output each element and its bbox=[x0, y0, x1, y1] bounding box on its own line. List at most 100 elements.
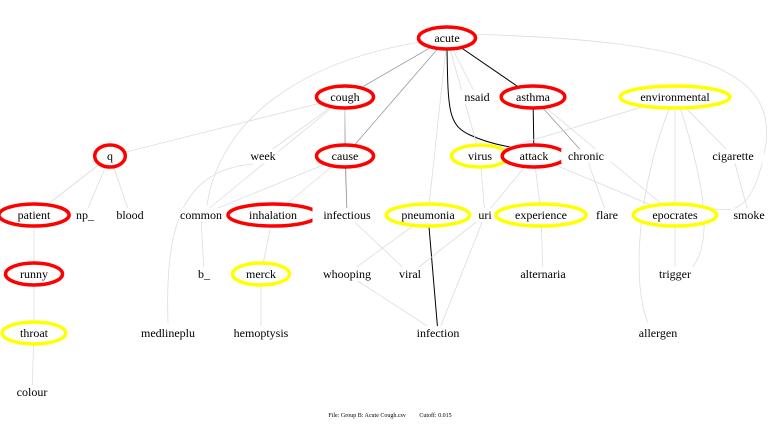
node-b_[interactable]: b_ bbox=[195, 267, 213, 281]
node-viral[interactable]: viral bbox=[391, 267, 429, 281]
node-background bbox=[179, 208, 223, 222]
node-background bbox=[133, 326, 203, 340]
node-uri[interactable]: uri bbox=[473, 208, 497, 222]
node-label: acute bbox=[434, 31, 459, 45]
node-label: environmental bbox=[640, 90, 710, 104]
node-ring-yellow bbox=[631, 202, 719, 228]
node-background bbox=[248, 149, 278, 163]
node-label: np_ bbox=[76, 208, 95, 222]
edge-cause-common bbox=[200, 155, 346, 216]
node-ring-red bbox=[0, 202, 71, 228]
node-background bbox=[406, 326, 470, 340]
node-label: runny bbox=[20, 267, 48, 281]
node-inhalation[interactable]: inhalation bbox=[226, 202, 320, 228]
node-background bbox=[508, 267, 578, 281]
node-ring-red bbox=[3, 261, 65, 287]
node-environmental[interactable]: environmental bbox=[618, 84, 732, 110]
node-ring-red bbox=[92, 143, 128, 169]
node-label: patient bbox=[18, 208, 51, 222]
node-background bbox=[226, 326, 296, 340]
node-alternaria[interactable]: alternaria bbox=[508, 267, 578, 281]
node-nsaid[interactable]: nsaid bbox=[458, 90, 496, 104]
node-runny[interactable]: runny bbox=[3, 261, 65, 287]
node-label: alternaria bbox=[520, 267, 566, 281]
node-background bbox=[701, 149, 765, 163]
node-background bbox=[111, 208, 149, 222]
node-background bbox=[588, 208, 626, 222]
node-label: b_ bbox=[198, 267, 211, 281]
node-hemoptysis[interactable]: hemoptysis bbox=[226, 326, 296, 340]
node-asthma[interactable]: asthma bbox=[499, 84, 567, 110]
node-label: throat bbox=[20, 326, 49, 340]
node-background bbox=[391, 267, 429, 281]
node-throat[interactable]: throat bbox=[0, 320, 68, 346]
node-label: week bbox=[250, 149, 275, 163]
node-np_[interactable]: np_ bbox=[73, 208, 97, 222]
node-colour[interactable]: colour bbox=[10, 385, 54, 399]
node-background bbox=[650, 267, 700, 281]
node-label: colour bbox=[17, 385, 48, 399]
node-label: uri bbox=[478, 208, 492, 222]
node-chronic[interactable]: chronic bbox=[561, 149, 611, 163]
node-label: merck bbox=[246, 267, 276, 281]
edge-acute-pneumonia bbox=[427, 37, 448, 216]
node-ring-red bbox=[314, 84, 376, 110]
node-label: hemoptysis bbox=[234, 326, 289, 340]
footer-cutoff: Cutoff: 0.015 bbox=[419, 413, 452, 419]
node-attack[interactable]: attack bbox=[500, 143, 568, 169]
node-virus[interactable]: virus bbox=[449, 143, 511, 169]
node-background bbox=[319, 267, 375, 281]
node-week[interactable]: week bbox=[248, 149, 278, 163]
edge-uri-viral bbox=[409, 214, 486, 275]
edge-acute-epocrates bbox=[464, 33, 768, 211]
edge-whooping-infection bbox=[346, 273, 439, 334]
node-background bbox=[312, 208, 382, 222]
node-label: flare bbox=[596, 208, 618, 222]
node-label: infection bbox=[417, 326, 460, 340]
node-whooping[interactable]: whooping bbox=[319, 267, 375, 281]
node-label: whooping bbox=[323, 267, 371, 281]
node-experience[interactable]: experience bbox=[494, 202, 588, 228]
node-cause[interactable]: cause bbox=[314, 143, 376, 169]
node-allergen[interactable]: allergen bbox=[630, 326, 686, 340]
node-flare[interactable]: flare bbox=[588, 208, 626, 222]
node-infectious[interactable]: infectious bbox=[312, 208, 382, 222]
node-label: asthma bbox=[516, 90, 551, 104]
node-patient[interactable]: patient bbox=[0, 202, 71, 228]
node-background bbox=[630, 326, 686, 340]
node-label: smoke bbox=[733, 208, 764, 222]
node-label: virus bbox=[468, 149, 492, 163]
node-label: cause bbox=[332, 149, 359, 163]
node-common[interactable]: common bbox=[179, 208, 223, 222]
nodes-layer: acute cough nsaid asthma environmental q week c… bbox=[0, 25, 768, 399]
node-q[interactable]: q bbox=[92, 143, 128, 169]
node-acute[interactable]: acute bbox=[416, 25, 478, 51]
node-label: allergen bbox=[639, 326, 677, 340]
node-background bbox=[730, 208, 768, 222]
node-label: common bbox=[180, 208, 222, 222]
edge-acute-common bbox=[206, 40, 428, 206]
node-smoke[interactable]: smoke bbox=[730, 208, 768, 222]
node-medlineplu[interactable]: medlineplu bbox=[133, 326, 203, 340]
node-label: blood bbox=[116, 208, 143, 222]
node-infection[interactable]: infection bbox=[406, 326, 470, 340]
edge-cough-q bbox=[109, 96, 346, 157]
node-background bbox=[73, 208, 97, 222]
node-label: experience bbox=[515, 208, 567, 222]
node-pneumonia[interactable]: pneumonia bbox=[384, 202, 472, 228]
node-label: epocrates bbox=[652, 208, 698, 222]
edge-acute-cause bbox=[344, 37, 448, 157]
node-merck[interactable]: merck bbox=[230, 261, 292, 287]
node-background bbox=[10, 385, 54, 399]
edge-uri-infection bbox=[437, 214, 486, 334]
node-cigarette[interactable]: cigarette bbox=[701, 149, 765, 163]
node-cough[interactable]: cough bbox=[314, 84, 376, 110]
node-ring-red bbox=[499, 84, 567, 110]
node-label: attack bbox=[520, 149, 549, 163]
node-trigger[interactable]: trigger bbox=[650, 267, 700, 281]
node-blood[interactable]: blood bbox=[111, 208, 149, 222]
node-background bbox=[473, 208, 497, 222]
node-epocrates[interactable]: epocrates bbox=[631, 202, 719, 228]
node-ring-red bbox=[416, 25, 478, 51]
